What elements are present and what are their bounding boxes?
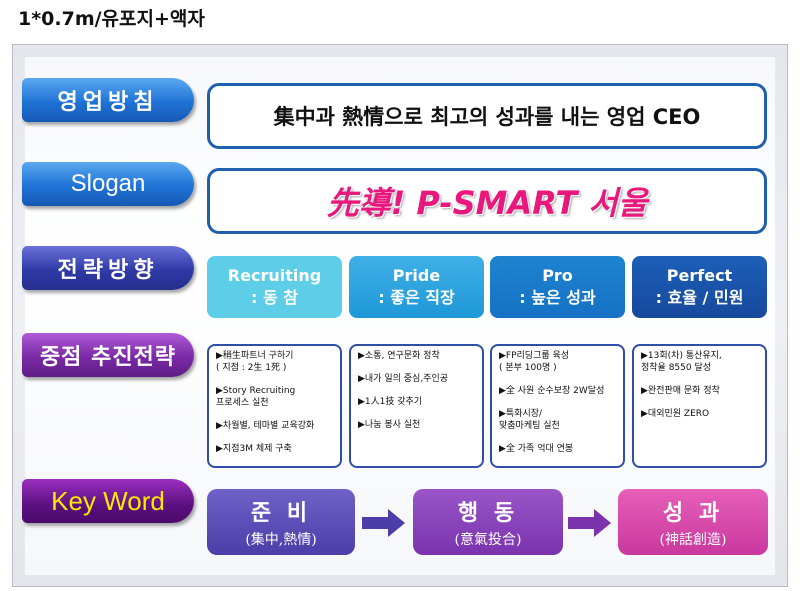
priority-item: ▶全 가족 억대 연봉 xyxy=(499,444,574,454)
priority-box-recruiting: ▶稍生파트너 구하기 ( 지점 : 2生 1死 ) ▶Story Recruit… xyxy=(207,344,342,468)
priority-item: ▶지점3M 체제 구축 xyxy=(216,444,292,454)
arrow-right-icon xyxy=(568,509,611,537)
priority-label: 중점 추진전략 xyxy=(39,345,177,370)
strategy-sub: : 높은 성과 xyxy=(519,288,596,307)
page-title: 1*0.7m/유포지+액자 xyxy=(18,8,205,30)
priority-item: ▶내가 일의 중심,주인공 xyxy=(358,374,449,384)
priority-item: ▶차월별, 테마별 교육강화 xyxy=(216,421,315,431)
priority-item: ▶全 사원 순수보장 2W달성 xyxy=(499,386,605,396)
tab-strategy: 전략방향 xyxy=(22,246,194,290)
slogan-box: 先導! P-SMART 서울 xyxy=(207,168,767,234)
keyword-sub: (意氣投合) xyxy=(454,532,522,548)
priority-item: ▶Story Recruiting 프로세스 실천 xyxy=(216,386,296,408)
strategy-title: Pride xyxy=(392,266,441,285)
priority-item: ▶稍生파트너 구하기 ( 지점 : 2生 1死 ) xyxy=(216,351,294,373)
priority-item: ▶특화시장/ 맞춤마케팅 실천 xyxy=(499,409,560,431)
strategy-recruiting: Recruiting : 동 참 xyxy=(207,256,342,318)
priority-item: ▶나눔 봉사 실천 xyxy=(358,420,421,430)
strategy-sub: : 동 참 xyxy=(251,288,298,307)
priority-item: ▶소통, 연구문화 정착 xyxy=(358,351,440,361)
strategy-perfect: Perfect : 효율 / 민원 xyxy=(632,256,767,318)
strategy-title: Perfect xyxy=(666,266,733,285)
policy-label: 영업방침 xyxy=(57,90,159,115)
keyword-prepare: 준 비 (集中,熱情) xyxy=(207,489,355,555)
keyword-title: 행 동 xyxy=(457,501,519,526)
policy-box: 集中과 熱情으로 최고의 성과를 내는 영업 CEO xyxy=(207,83,767,149)
slogan-label: Slogan xyxy=(70,170,146,197)
keyword-label: Key Word xyxy=(51,485,165,516)
keyword-action: 행 동 (意氣投合) xyxy=(413,489,563,555)
priority-item: ▶완전판매 문화 정착 xyxy=(641,386,720,396)
keyword-title: 성 과 xyxy=(662,501,724,526)
priority-item: ▶1人1技 갖추기 xyxy=(358,397,423,407)
strategy-sub: : 효율 / 민원 xyxy=(655,288,744,307)
priority-item: ▶13회(차) 통산유지, 정착율 8550 달성 xyxy=(641,351,722,373)
keyword-sub: (神話創造) xyxy=(659,532,727,548)
arrow-right-icon xyxy=(362,509,405,537)
tab-slogan: Slogan xyxy=(22,162,194,206)
tab-keyword: Key Word xyxy=(22,479,194,523)
priority-box-perfect: ▶13회(차) 통산유지, 정착율 8550 달성 ▶완전판매 문화 정착 ▶대… xyxy=(632,344,767,468)
strategy-title: Recruiting xyxy=(227,266,322,285)
strategy-sub: : 좋은 직장 xyxy=(378,288,455,307)
tab-priority: 중점 추진전략 xyxy=(22,333,194,377)
strategy-pride: Pride : 좋은 직장 xyxy=(349,256,484,318)
policy-text: 集中과 熱情으로 최고의 성과를 내는 영업 CEO xyxy=(273,105,701,129)
keyword-result: 성 과 (神話創造) xyxy=(618,489,768,555)
slogan-text: 先導! P-SMART 서울 xyxy=(326,184,648,222)
priority-item: ▶대외민원 ZERO xyxy=(641,409,710,419)
priority-box-pride: ▶소통, 연구문화 정착 ▶내가 일의 중심,주인공 ▶1人1技 갖추기 ▶나눔… xyxy=(349,344,484,468)
priority-item: ▶FP리딩그룹 육성 ( 본부 100명 ) xyxy=(499,351,570,373)
keyword-sub: (集中,熱情) xyxy=(245,532,317,548)
strategy-pro: Pro : 높은 성과 xyxy=(490,256,625,318)
priority-box-pro: ▶FP리딩그룹 육성 ( 본부 100명 ) ▶全 사원 순수보장 2W달성 ▶… xyxy=(490,344,625,468)
strategy-title: Pro xyxy=(542,266,573,285)
tab-policy: 영업방침 xyxy=(22,78,194,122)
strategy-label: 전략방향 xyxy=(57,258,159,283)
keyword-title: 준 비 xyxy=(250,501,312,526)
